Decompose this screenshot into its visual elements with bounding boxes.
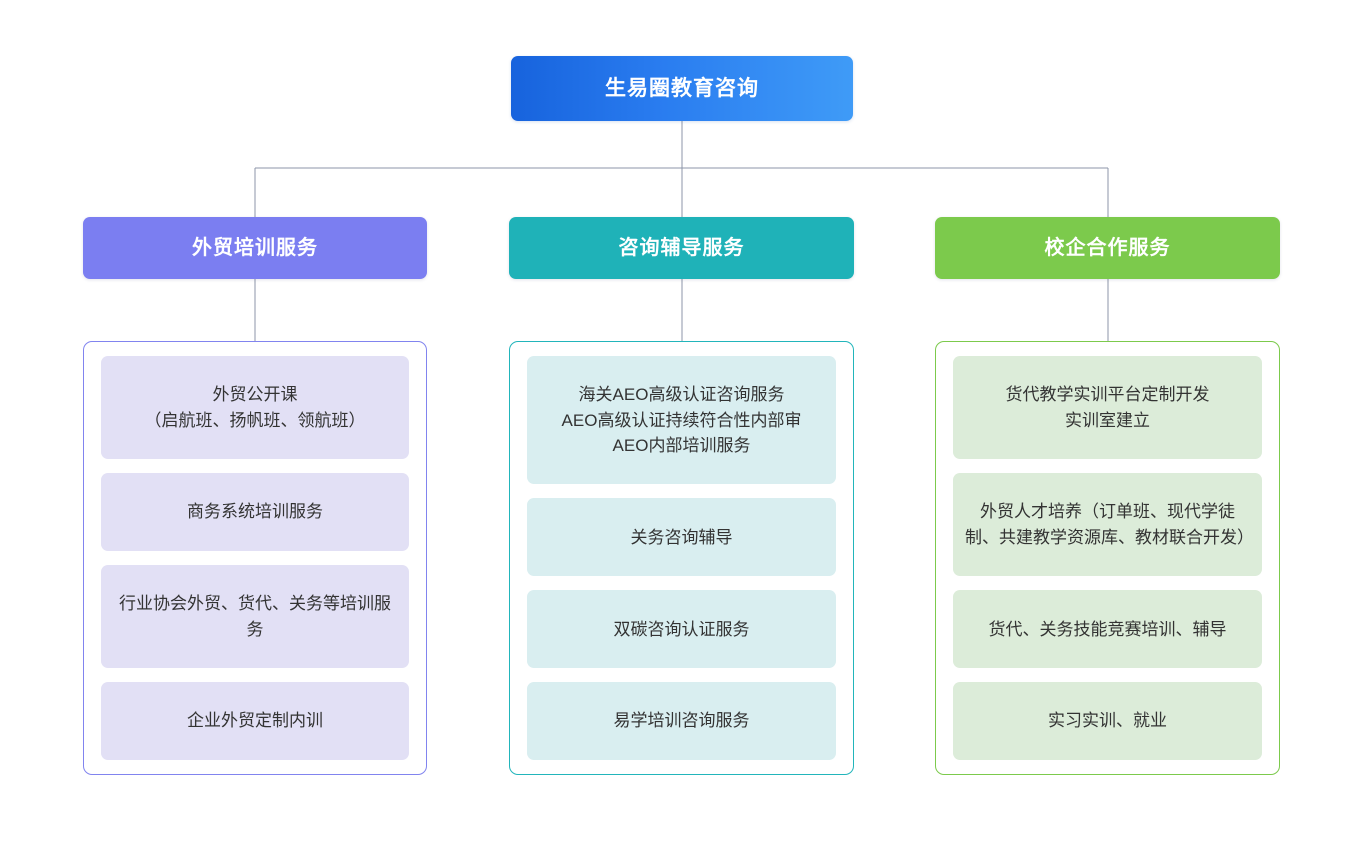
service-item[interactable]: 外贸人才培养（订单班、现代学徒制、共建教学资源库、教材联合开发） xyxy=(953,473,1262,577)
category-header-label: 校企合作服务 xyxy=(1044,237,1171,259)
category-header-外贸培训服务[interactable]: 外贸培训服务 xyxy=(83,217,427,279)
category-header-咨询辅导服务[interactable]: 咨询辅导服务 xyxy=(509,217,854,279)
service-item-label: 双碳咨询认证服务 xyxy=(613,619,750,639)
service-item[interactable]: 行业协会外贸、货代、关务等培训服务 xyxy=(101,565,409,669)
service-item[interactable]: 货代、关务技能竞赛培训、辅导 xyxy=(953,590,1262,669)
category-header-校企合作服务[interactable]: 校企合作服务 xyxy=(935,217,1280,279)
service-item[interactable]: 双碳咨询认证服务 xyxy=(527,590,836,669)
service-item[interactable]: 商务系统培训服务 xyxy=(101,473,409,551)
service-item-label: 关务咨询辅导 xyxy=(630,527,733,547)
service-item[interactable]: 企业外贸定制内训 xyxy=(101,682,409,760)
service-panel-校企合作服务: 货代教学实训平台定制开发 实训室建立 外贸人才培养（订单班、现代学徒制、共建教学… xyxy=(935,341,1280,775)
service-item[interactable]: 海关AEO高级认证咨询服务 AEO高级认证持续符合性内部审 AEO内部培训服务 xyxy=(527,356,836,485)
service-item[interactable]: 实习实训、就业 xyxy=(953,682,1262,760)
service-item-label: 商务系统培训服务 xyxy=(187,502,323,522)
service-item-label: 企业外贸定制内训 xyxy=(187,711,323,731)
root-node[interactable]: 生易圈教育咨询 xyxy=(511,56,853,121)
service-item-label: 实习实训、就业 xyxy=(1048,711,1167,731)
service-item[interactable]: 关务咨询辅导 xyxy=(527,498,836,577)
service-item[interactable]: 外贸公开课 （启航班、扬帆班、领航班） xyxy=(101,356,409,460)
category-header-label: 外贸培训服务 xyxy=(192,237,318,259)
service-item-label: 外贸人才培养（订单班、现代学徒制、共建教学资源库、教材联合开发） xyxy=(965,502,1254,547)
service-item[interactable]: 易学培训咨询服务 xyxy=(527,682,836,760)
service-panel-咨询辅导服务: 海关AEO高级认证咨询服务 AEO高级认证持续符合性内部审 AEO内部培训服务 … xyxy=(509,341,854,775)
category-header-label: 咨询辅导服务 xyxy=(618,237,745,259)
service-item-label: 海关AEO高级认证咨询服务 AEO高级认证持续符合性内部审 AEO内部培训服务 xyxy=(561,385,802,455)
service-item-label: 外贸公开课 （启航班、扬帆班、领航班） xyxy=(144,385,366,430)
service-item-label: 易学培训咨询服务 xyxy=(613,711,750,731)
service-item-label: 货代、关务技能竞赛培训、辅导 xyxy=(988,619,1227,639)
service-panel-外贸培训服务: 外贸公开课 （启航班、扬帆班、领航班） 商务系统培训服务 行业协会外贸、货代、关… xyxy=(83,341,427,775)
service-item[interactable]: 货代教学实训平台定制开发 实训室建立 xyxy=(953,356,1262,460)
service-item-label: 货代教学实训平台定制开发 实训室建立 xyxy=(1005,385,1210,430)
root-node-label: 生易圈教育咨询 xyxy=(605,76,759,100)
service-item-label: 行业协会外贸、货代、关务等培训服务 xyxy=(119,594,391,639)
